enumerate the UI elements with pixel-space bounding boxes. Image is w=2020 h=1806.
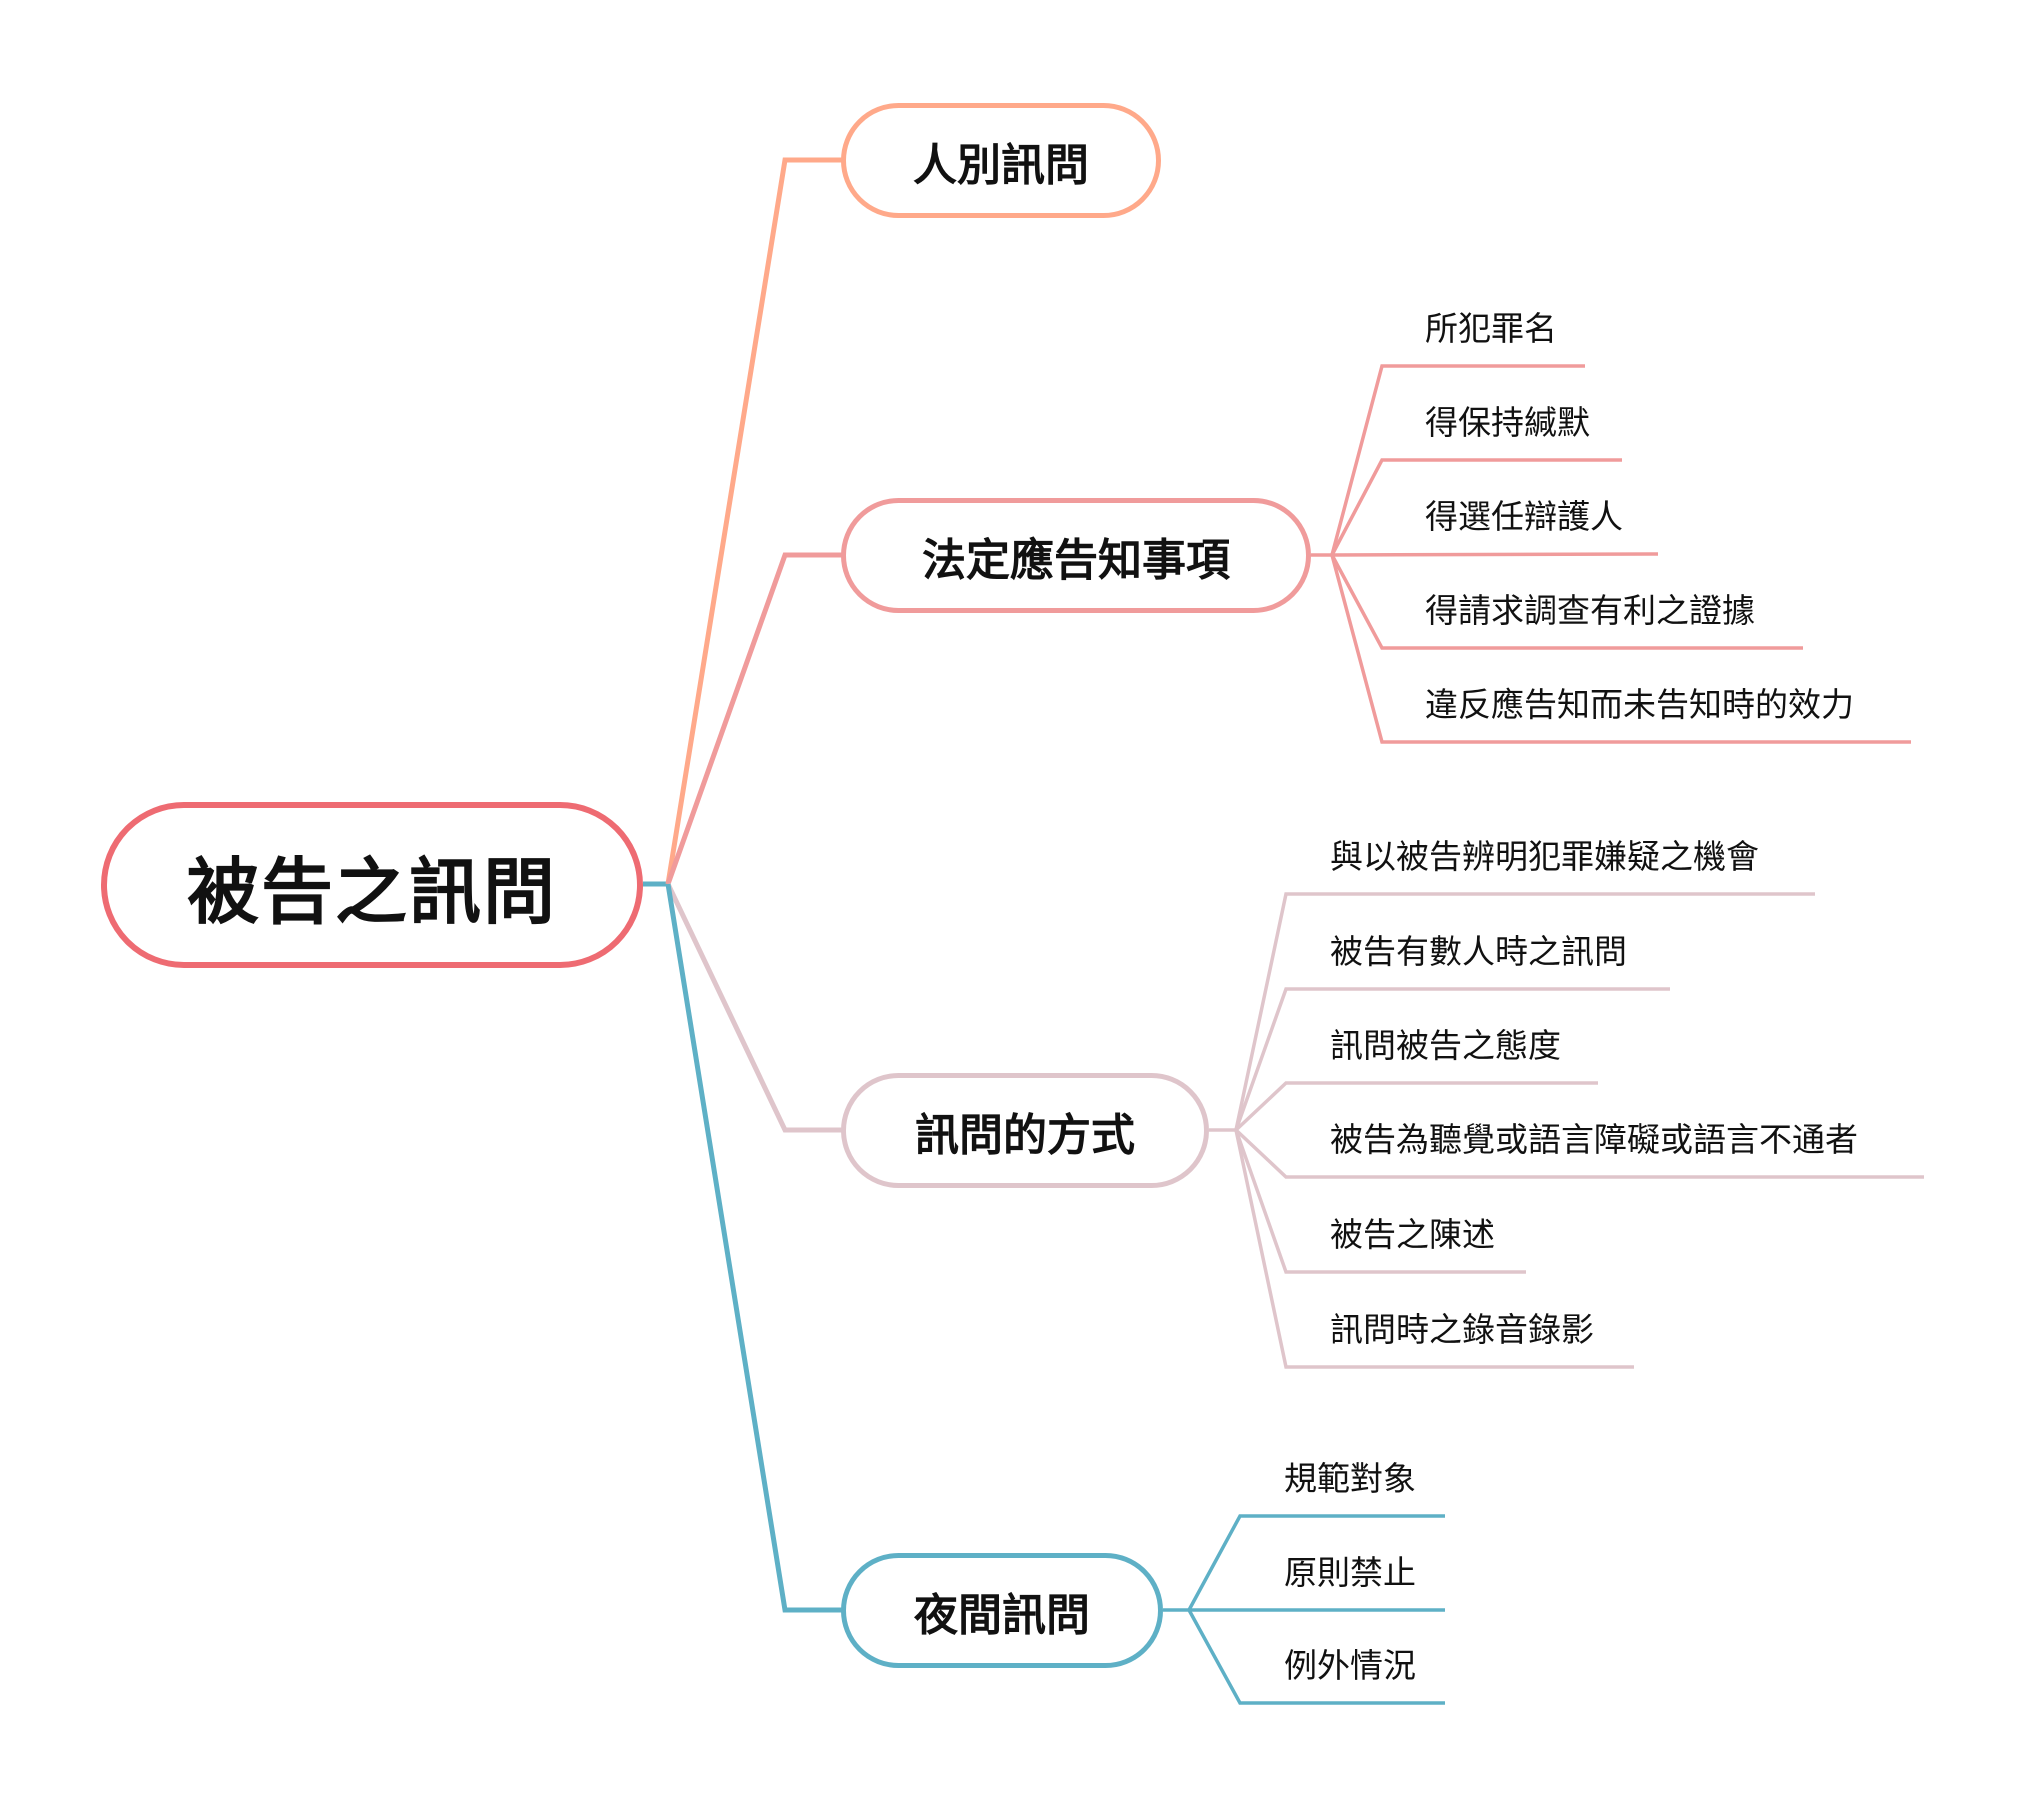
subtopic-item[interactable]: 例外情況: [1284, 1649, 1416, 1682]
subtopic-connector: [1234, 987, 1670, 1131]
subtopic-label: 訊問被告之態度: [1330, 1026, 1561, 1065]
subtopic-label: 訊問時之錄音錄影: [1330, 1310, 1594, 1349]
subtopic-connector: [1330, 458, 1622, 556]
topic-node-interrogation-method[interactable]: 訊問的方式: [841, 1073, 1209, 1188]
subtopic-connector: [1187, 1514, 1445, 1611]
subtopic-item[interactable]: 被告之陳述: [1330, 1218, 1495, 1251]
subtopic-item[interactable]: 原則禁止: [1284, 1556, 1416, 1589]
subtopic-item[interactable]: 得選任辯護人: [1425, 500, 1623, 533]
subtopic-connector: [1234, 1129, 1634, 1369]
subtopic-item[interactable]: 被告為聽覺或語言障礙或語言不通者: [1330, 1123, 1858, 1156]
subtopic-label: 得保持緘默: [1425, 403, 1590, 442]
subtopic-item[interactable]: 所犯罪名: [1425, 312, 1557, 345]
subtopic-label: 原則禁止: [1284, 1553, 1416, 1592]
subtopic-connector: [1331, 552, 1659, 557]
subtopic-connector: [1330, 554, 1911, 744]
subtopic-connector: [1187, 1609, 1445, 1705]
subtopic-connector: [1234, 1129, 1526, 1274]
topic-connector: [665, 883, 843, 1613]
subtopic-label: 與以被告辨明犯罪嫌疑之機會: [1330, 837, 1759, 876]
subtopic-label: 規範對象: [1284, 1459, 1416, 1498]
topic-label: 人別訊問: [913, 139, 1089, 191]
subtopic-item[interactable]: 得請求調查有利之證據: [1425, 594, 1755, 627]
topic-node-statutory-notice[interactable]: 法定應告知事項: [841, 498, 1311, 613]
topic-label: 法定應告知事項: [922, 534, 1230, 586]
subtopic-connector: [1234, 1128, 1924, 1179]
topic-connector: [665, 552, 843, 885]
topic-connector: [665, 157, 843, 885]
topic-label: 訊問的方式: [915, 1109, 1135, 1161]
subtopic-label: 得請求調查有利之證據: [1425, 591, 1755, 630]
subtopic-connector: [1234, 1081, 1598, 1132]
subtopic-connector: [1330, 364, 1585, 556]
subtopic-label: 例外情況: [1284, 1646, 1416, 1685]
subtopic-item[interactable]: 規範對象: [1284, 1462, 1416, 1495]
subtopic-label: 被告有數人時之訊問: [1330, 932, 1627, 971]
subtopic-item[interactable]: 得保持緘默: [1425, 406, 1590, 439]
subtopic-label: 被告為聽覺或語言障礙或語言不通者: [1330, 1120, 1858, 1159]
subtopic-connector: [1234, 892, 1815, 1131]
root-node[interactable]: 被告之訊問: [101, 802, 643, 968]
subtopic-label: 違反應告知而未告知時的效力: [1425, 685, 1854, 724]
topic-node-night-interrogation[interactable]: 夜間訊問: [841, 1553, 1163, 1668]
subtopic-item[interactable]: 被告有數人時之訊問: [1330, 935, 1627, 968]
subtopic-label: 所犯罪名: [1425, 309, 1557, 348]
subtopic-item[interactable]: 違反應告知而未告知時的效力: [1425, 688, 1854, 721]
topic-node-personal-identity[interactable]: 人別訊問: [841, 103, 1161, 218]
topic-connector: [665, 882, 843, 1133]
subtopic-item[interactable]: 訊問時之錄音錄影: [1330, 1313, 1594, 1346]
subtopic-connector: [1330, 554, 1803, 650]
topic-label: 夜間訊問: [914, 1589, 1090, 1641]
subtopic-label: 得選任辯護人: [1425, 497, 1623, 536]
subtopic-item[interactable]: 訊問被告之態度: [1330, 1029, 1561, 1062]
root-label: 被告之訊問: [186, 849, 557, 934]
subtopic-item[interactable]: 與以被告辨明犯罪嫌疑之機會: [1330, 840, 1759, 873]
subtopic-label: 被告之陳述: [1330, 1215, 1495, 1254]
